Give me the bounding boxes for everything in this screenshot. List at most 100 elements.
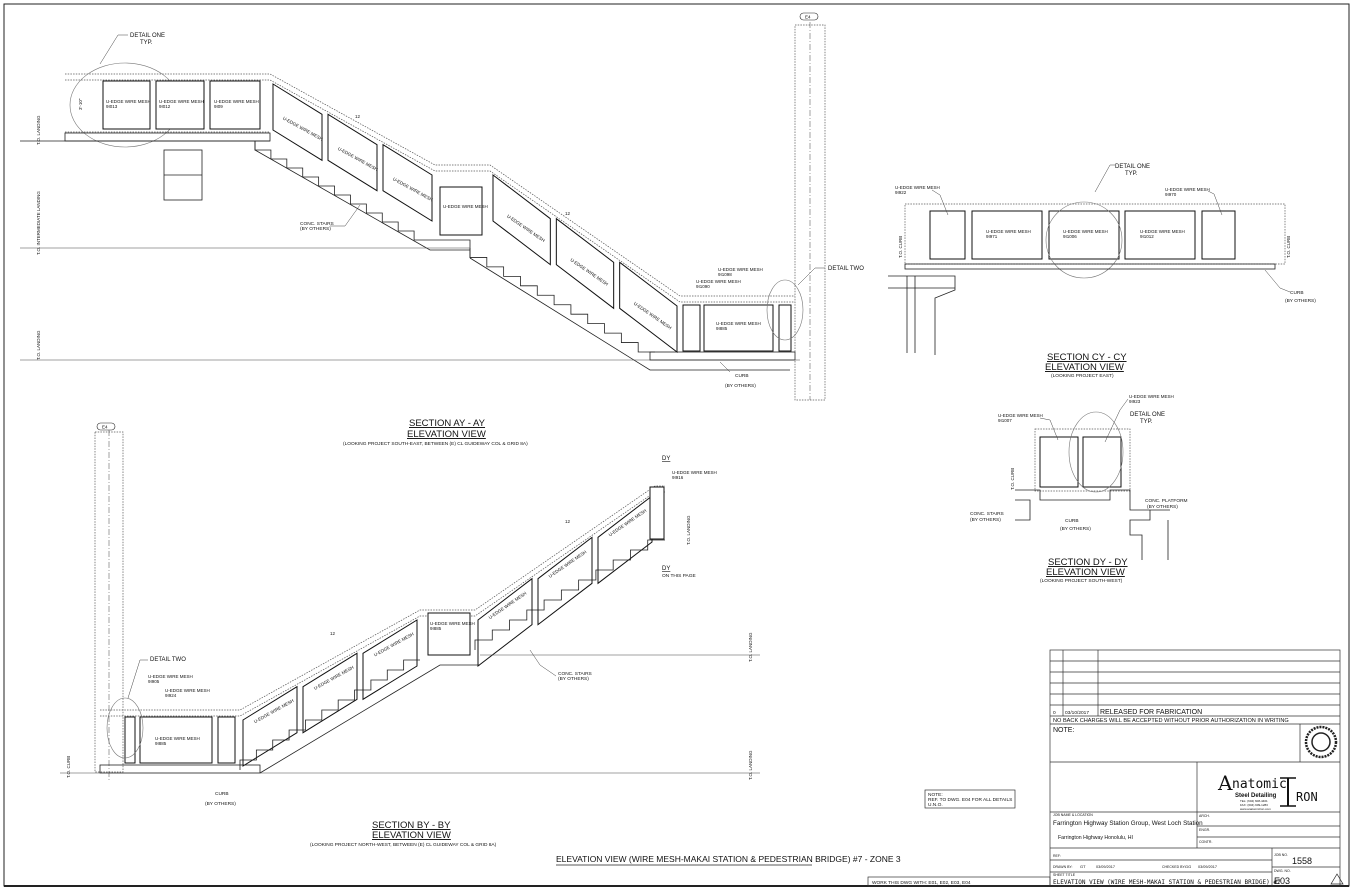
- slab-outline: [1015, 489, 1170, 511]
- conc-platform-label: CONC. PLATFORM: [1145, 498, 1188, 504]
- mesh-panel: [272, 83, 323, 162]
- drawn-date: 03/09/2017: [1096, 865, 1115, 869]
- mesh-panel: [537, 536, 593, 626]
- mesh-panel: [477, 577, 533, 668]
- leader: [1094, 164, 1115, 193]
- curb-label: CURB: [215, 791, 229, 797]
- mesh-panel: [703, 304, 774, 352]
- mesh-panel: [139, 716, 213, 764]
- mesh-panel: [597, 494, 653, 585]
- section-title: SECTION CY - CY: [1047, 352, 1127, 363]
- section-caption: (LOOKING PROJECT SOUTH-WEST): [1040, 578, 1123, 584]
- no-backcharge-text: NO BACK CHARGES WILL BE ACCEPTED WITHOUT…: [1053, 718, 1289, 724]
- rev-desc: RELEASED FOR FABRICATION: [1100, 709, 1202, 716]
- to-landing-label: T.O. LANDING: [748, 632, 753, 662]
- to-curb-label: T.O. CURB: [66, 756, 71, 778]
- section-title: SECTION DY - DY: [1048, 557, 1128, 568]
- stair-treads: [474, 539, 665, 650]
- to-curb-label: T.O. CURB: [1286, 236, 1291, 258]
- to-landing-label: T.O. LANDING: [36, 330, 41, 360]
- mesh-panel: [1082, 436, 1122, 488]
- mesh-panel: [217, 716, 236, 764]
- by-others-label: (BY OTHERS): [1147, 504, 1178, 510]
- grid-bubble: [96, 422, 116, 431]
- logo-a: A: [1217, 771, 1233, 795]
- curb-label: CURB: [735, 373, 749, 379]
- mesh-label: U-EDGE WIRE MESH: [1140, 229, 1185, 234]
- by-others-label: (BY OTHERS): [558, 676, 589, 682]
- section-caption: (LOOKING PROJECT NORTH-WEST, BETWEEN (E)…: [310, 842, 497, 848]
- company-tagline: Steel Detailing: [1235, 793, 1277, 799]
- mesh-label: U-EDGE WIRE MESH: [1129, 394, 1174, 399]
- detail-two-label: DETAIL TWO: [828, 266, 864, 272]
- mesh-mark: 9I013: [106, 104, 118, 109]
- note-line: U.N.O.: [928, 802, 943, 808]
- mesh-mark: 9I885: [155, 741, 167, 746]
- mesh-label: U-EDGE WIRE MESH: [148, 674, 193, 679]
- to-intermediate-label: T.O. INTERMEDIATE LANDING: [36, 191, 41, 255]
- platform-edge: [1129, 510, 1151, 560]
- section-subtitle: ELEVATION VIEW: [1046, 567, 1125, 578]
- mesh-panel: [971, 210, 1043, 260]
- sheet-title: ELEVATION VIEW (WIRE MESH-MAKAI STATION …: [1053, 879, 1281, 886]
- title-block: 0 03/10/2017 RELEASED FOR FABRICATION NO…: [1049, 649, 1344, 887]
- mesh-mark: 9I1006: [1063, 234, 1077, 239]
- stair-edge: [1015, 499, 1031, 521]
- by-others-label: (BY OTHERS): [725, 383, 756, 389]
- mesh-mark: 9I885: [716, 326, 728, 331]
- section-cut-ref: DY: [662, 566, 670, 572]
- mesh-mark: 9I916: [672, 475, 684, 480]
- logo-natomic: natomic: [1232, 777, 1287, 792]
- section-subtitle: ELEVATION VIEW: [407, 429, 486, 440]
- typ-label: TYP.: [1125, 171, 1138, 177]
- company-logo: A natomic RON Steel Detailing TEL: (604)…: [1217, 771, 1318, 811]
- stair-soffit: [259, 664, 480, 774]
- work-with-text: WORK THIS DWG WITH: E01, E02, E03, E04: [872, 880, 971, 886]
- leader: [127, 659, 148, 699]
- note-box: [924, 789, 1016, 809]
- conc-stairs-label: CONC. STAIRS: [558, 671, 592, 677]
- job-location: Farrington Highway Honolulu, HI: [1058, 835, 1133, 841]
- by-others-label: (BY OTHERS): [205, 801, 236, 807]
- rev-mark: 0: [1053, 710, 1056, 716]
- conc-stairs-label: CONC. STAIRS: [970, 511, 1004, 517]
- leader: [719, 361, 731, 373]
- by-others-label: (BY OTHERS): [1060, 526, 1091, 532]
- landing-slab: [64, 132, 271, 142]
- mesh-panel: [1201, 210, 1236, 260]
- curb: [649, 351, 796, 361]
- mesh-panel: [682, 304, 701, 352]
- to-curb-label: T.O. CURB: [898, 236, 903, 258]
- checked-by-label: CHECKED BY:: [1162, 865, 1186, 869]
- handrail: [100, 485, 665, 711]
- mesh-panel: [102, 80, 151, 130]
- main-drawing-title: ELEVATION VIEW (WIRE MESH-MAKAI STATION …: [556, 854, 901, 864]
- section-title: SECTION AY - AY: [409, 418, 486, 429]
- guideway-pier: [888, 275, 956, 355]
- contr-label: CONTR.: [1199, 840, 1212, 844]
- slope-label: 12: [565, 211, 571, 216]
- drawn-by: GT: [1080, 864, 1086, 869]
- to-landing-label: T.O. LANDING: [36, 115, 41, 145]
- typ-label: TYP.: [140, 40, 153, 46]
- mesh-mark: 9I012: [159, 104, 171, 109]
- curb: [99, 764, 261, 774]
- leader: [1104, 398, 1129, 443]
- mesh-panel: [1048, 210, 1120, 260]
- job-no: 1558: [1292, 856, 1312, 866]
- section-caption: (LOOKING PROJECT EAST): [1051, 373, 1114, 379]
- note-line: NOTE:: [928, 792, 943, 798]
- mesh-mark: 9I1007: [998, 418, 1012, 423]
- section-caption: (LOOKING PROJECT SOUTH-EAST, BETWEEN (E)…: [343, 441, 528, 447]
- mesh-panel: [555, 217, 615, 310]
- mesh-mark: 9I971: [986, 234, 998, 239]
- detail-one-circle: [1068, 411, 1124, 493]
- sheet-title-label: SHEET TITLE: [1053, 873, 1076, 877]
- dwg-no: E03: [1274, 876, 1290, 886]
- drawn-by-label: DRAWN BY:: [1053, 865, 1073, 869]
- title-block-frame: [1049, 649, 1341, 887]
- aisc-seal: [1304, 725, 1338, 759]
- mesh-label: U-EDGE WIRE MESH: [718, 267, 763, 272]
- slope-label: 12: [330, 631, 336, 636]
- mesh-label: U-EDGE WIRE MESH: [165, 688, 210, 693]
